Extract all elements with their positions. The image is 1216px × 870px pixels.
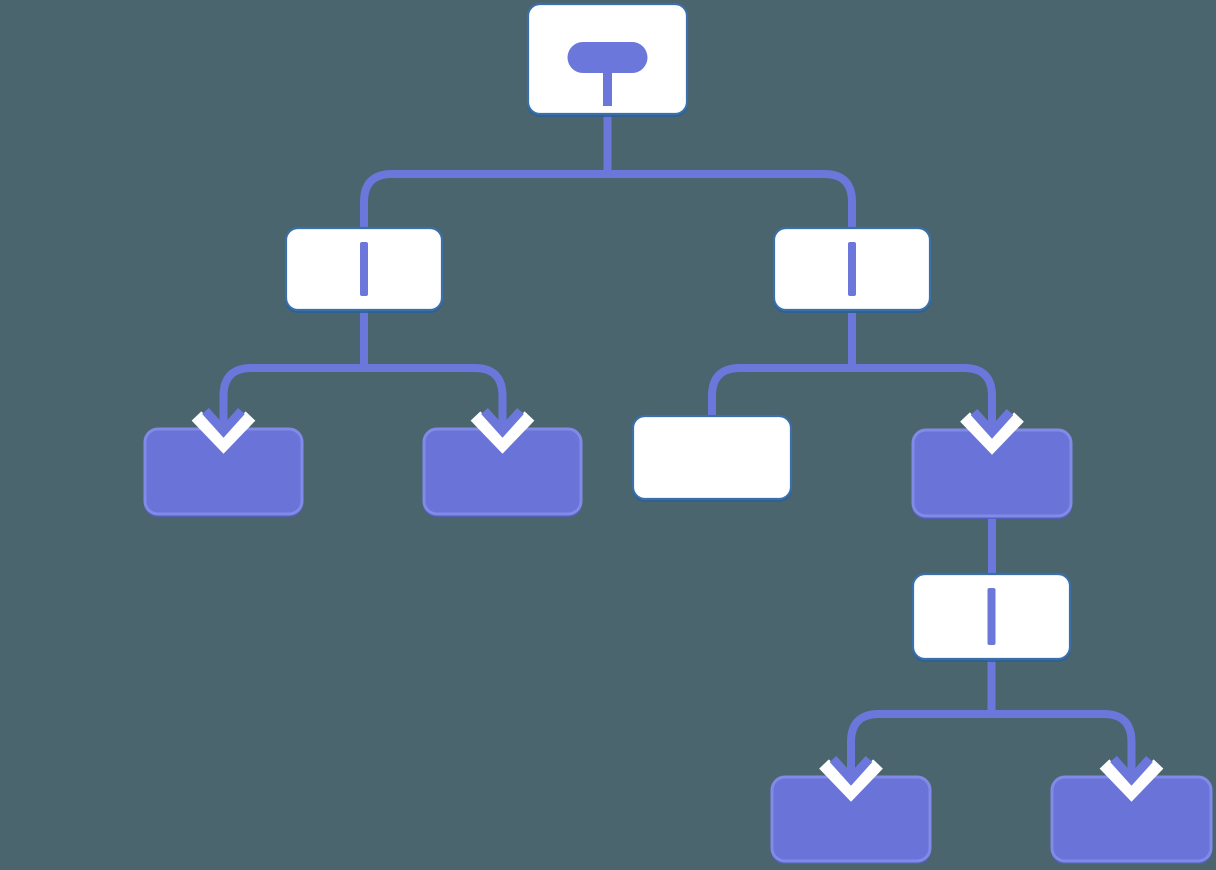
arrow-chevron [970, 408, 1014, 439]
caret-bar [848, 242, 856, 296]
node-leaf-3[interactable] [770, 775, 932, 864]
node-branch-lower[interactable] [911, 572, 1072, 662]
arrow-layer [191, 407, 1164, 802]
node-leaf-2[interactable] [422, 427, 583, 517]
connector-bus-bottom [847, 710, 1136, 779]
node-leaf-4[interactable] [1050, 775, 1213, 864]
arrow-halo [1099, 759, 1164, 802]
caret-bar [360, 242, 368, 296]
node-branch-right[interactable] [772, 226, 932, 313]
connector-bus-right [708, 364, 996, 432]
arrow-chevron [481, 407, 524, 438]
arrow-chevron [829, 755, 873, 786]
node-root[interactable] [526, 2, 689, 117]
arrow-halo [191, 411, 256, 454]
collapse-arrow-leaf-2[interactable] [470, 407, 535, 454]
connector-layer [219, 114, 1136, 779]
node-layer [143, 2, 1213, 864]
node-branch-left[interactable] [284, 226, 444, 313]
collapse-arrow-leaf-3[interactable] [819, 755, 883, 802]
node-leaf-1[interactable] [143, 427, 304, 517]
root-glyph-stem [603, 71, 612, 106]
arrow-halo [819, 759, 883, 802]
caret-bar [987, 588, 996, 645]
node-empty-node[interactable] [631, 414, 793, 502]
arrow-chevron [1110, 755, 1153, 786]
root-glyph-pill [567, 42, 648, 73]
arrow-halo [960, 412, 1024, 455]
arrow-chevron [202, 407, 245, 438]
arrow-halo [470, 411, 535, 454]
node-collapsed-mid[interactable] [911, 428, 1073, 519]
connector-bus-left [219, 364, 507, 431]
collapse-arrow-collapsed-mid[interactable] [960, 408, 1024, 455]
collapse-arrow-leaf-1[interactable] [191, 407, 256, 454]
collapse-arrow-leaf-4[interactable] [1099, 755, 1164, 802]
node-body [631, 414, 793, 501]
connector-bus-top [360, 170, 856, 228]
